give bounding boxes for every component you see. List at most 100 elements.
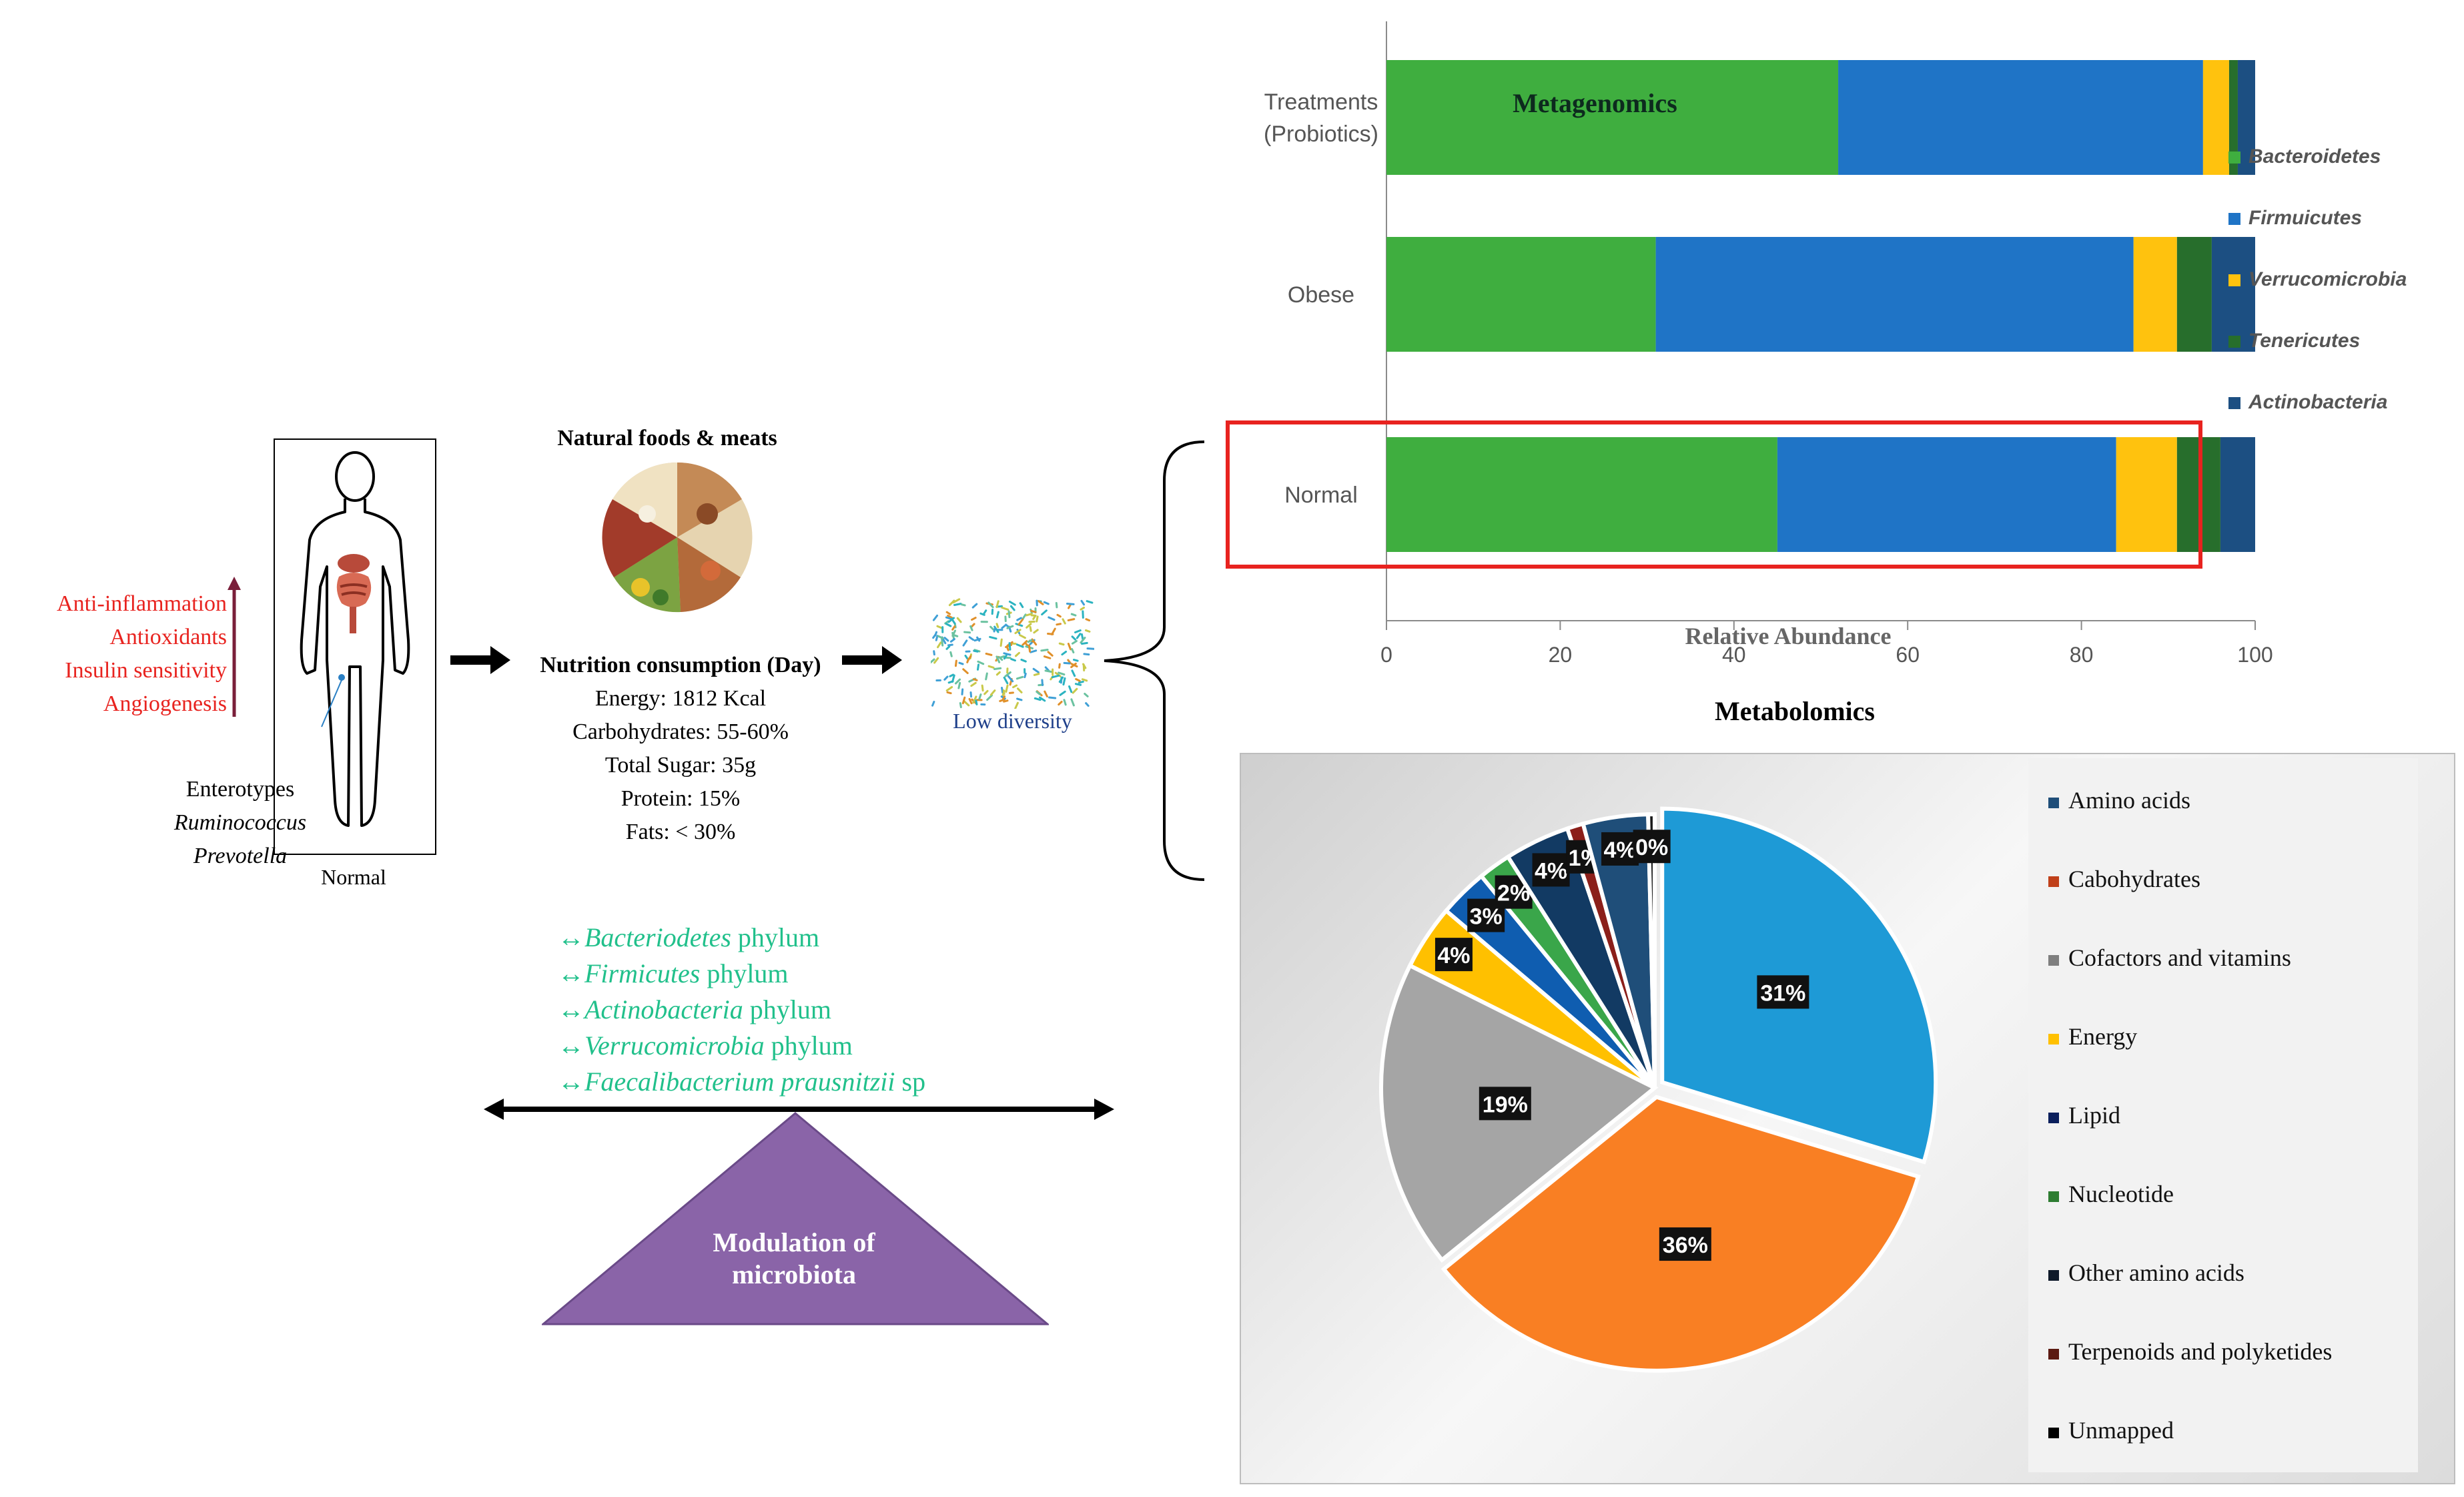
nutrition-item: Protein: 15%: [621, 786, 741, 811]
bacterium-icon: [1036, 615, 1039, 623]
bacterium-icon: [989, 625, 995, 631]
bar-segment: [2176, 237, 2212, 352]
bacterium-icon: [1020, 658, 1027, 663]
legend-swatch: [2048, 1191, 2059, 1202]
bacterium-icon: [973, 637, 981, 642]
pie-title: Metabolomics: [1715, 696, 1875, 726]
bacterium-icon: [1082, 663, 1086, 672]
bacterium-icon: [1017, 618, 1024, 626]
bidirectional-arrow-icon: ↔: [558, 922, 584, 952]
bacterium-icon: [1008, 601, 1016, 606]
nutrition-item: Energy: 1812 Kcal: [594, 686, 767, 711]
bacterium-icon: [1019, 602, 1024, 609]
bacterium-icon: [1014, 651, 1020, 657]
bacterium-icon: [995, 655, 1001, 663]
bacterium-icon: [1063, 661, 1071, 665]
effect-item: Angiogenesis: [103, 691, 227, 716]
phylum-name: Bacteriodetes: [584, 922, 731, 952]
bidirectional-arrow-icon: ↔: [558, 1067, 584, 1097]
food-plate-icon: [602, 462, 753, 613]
bacterium-icon: [1030, 649, 1038, 653]
bacterium-icon: [980, 621, 988, 623]
bacterium-icon: [998, 656, 1003, 661]
pie-legend-item: Energy: [2048, 1022, 2137, 1051]
bar-segment: [2202, 60, 2229, 175]
legend-label: Energy: [2068, 1023, 2138, 1050]
foods-title: Natural foods & meats: [557, 426, 777, 451]
bar-segment: [1386, 437, 1777, 552]
legend-swatch: [2048, 1427, 2059, 1438]
bacterium-icon: [943, 637, 949, 642]
human-silhouette-icon: [300, 451, 410, 827]
bacterium-icon: [1025, 623, 1032, 629]
bacterium-icon: [1025, 613, 1033, 617]
bacterium-icon: [1055, 601, 1058, 609]
bacterium-icon: [931, 658, 935, 664]
bacterium-icon: [1041, 679, 1044, 686]
bacterium-icon: [951, 674, 955, 683]
bacterium-icon: [981, 684, 984, 692]
bar-segment: [1655, 237, 2134, 352]
bacterium-icon: [1081, 641, 1088, 645]
bacterium-icon: [1007, 675, 1014, 683]
bacterium-icon: [1036, 599, 1038, 607]
bacterium-icon: [969, 625, 973, 631]
bidirectional-arrow-icon: ↔: [558, 994, 584, 1024]
figure-caption: Normal: [321, 865, 386, 889]
bacterium-icon: [1004, 615, 1007, 623]
x-tick-label: 100: [2237, 643, 2273, 667]
bacterium-icon: [968, 697, 973, 705]
bacterium-icon: [963, 631, 971, 634]
legend-label: Verrucomicrobia: [2248, 268, 2407, 290]
legend-label: Cabohydrates: [2068, 866, 2200, 892]
bacterium-icon: [1016, 617, 1022, 621]
enterotypes-block: Enterotypes Ruminococcus Prevotella: [173, 773, 307, 873]
legend-label: Terpenoids and polyketides: [2068, 1338, 2333, 1365]
bacterium-icon: [1071, 639, 1078, 645]
bacterium-icon: [1072, 687, 1078, 694]
bar-legend-item: Tenericutes: [2228, 330, 2360, 352]
bacterium-icon: [1076, 633, 1082, 639]
legend-label: Actinobacteria: [2248, 391, 2388, 413]
bacterium-icon: [980, 703, 986, 706]
bacterium-icon: [1084, 692, 1089, 697]
bacterium-icon: [1058, 642, 1065, 646]
pie-label-box: [1532, 853, 1570, 887]
legend-label: Nucleotide: [2068, 1181, 2174, 1207]
bacterium-icon: [941, 626, 944, 633]
category-label: Normal: [1284, 483, 1358, 508]
bacterium-icon: [943, 675, 949, 681]
bacterium-icon: [1036, 690, 1041, 695]
legend-label: Unmapped: [2068, 1417, 2174, 1444]
pie-label-box: [1659, 1227, 1711, 1261]
legend-swatch: [2048, 797, 2059, 808]
bacterium-icon: [983, 689, 989, 695]
pie-label-box: [1633, 830, 1671, 864]
phylum-item: ↔Firmicutes phylum: [558, 956, 1065, 992]
bacterium-icon: [986, 694, 993, 701]
pie-label-text: 0%: [1635, 835, 1668, 860]
bacterium-icon: [979, 612, 985, 616]
bacterium-icon: [985, 652, 993, 656]
bidirectional-arrow-icon: ↔: [558, 1030, 584, 1061]
bacterium-icon: [987, 665, 995, 669]
bacterium-icon: [1067, 618, 1076, 621]
bar-segment: [2220, 437, 2255, 552]
phylum-rank: phylum: [731, 922, 820, 952]
increase-arrow-icon: [228, 577, 241, 717]
curly-brace-icon: [1104, 440, 1205, 881]
bacterium-icon: [1027, 639, 1033, 643]
bacterium-icon: [1048, 696, 1057, 699]
bacterium-icon: [958, 661, 964, 665]
bacterium-icon: [1056, 623, 1062, 626]
bacterium-icon: [1070, 663, 1078, 668]
bacterium-icon: [1015, 675, 1024, 680]
bacterium-icon: [957, 681, 961, 689]
pie-label-box: [1434, 938, 1473, 972]
bacterium-icon: [1086, 600, 1094, 604]
bacterium-icon: [935, 679, 941, 682]
bacterium-icon: [1031, 638, 1038, 646]
bacterium-icon: [947, 614, 953, 619]
digestive-organs-icon: [336, 554, 372, 633]
bacterium-icon: [963, 699, 970, 707]
